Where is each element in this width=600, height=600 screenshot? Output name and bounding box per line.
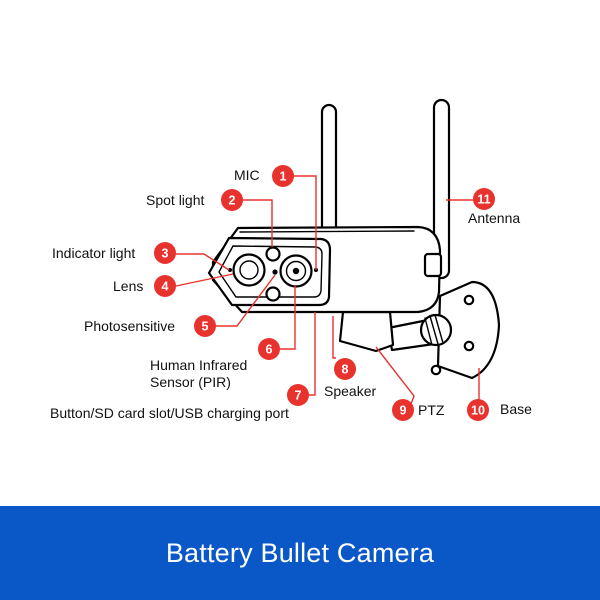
callout-ptz: 9 PTZ bbox=[392, 399, 445, 421]
photosensitive-dot bbox=[272, 269, 278, 275]
callout-label: Photosensitive bbox=[84, 318, 175, 334]
callout-photosensitive: Photosensitive 5 bbox=[84, 315, 216, 337]
leader-photosensitive bbox=[216, 274, 276, 327]
callout-label: Speaker bbox=[324, 383, 376, 399]
callout-number: 2 bbox=[229, 194, 236, 208]
footer-banner: Battery Bullet Camera bbox=[0, 506, 600, 600]
body-top-ridge bbox=[239, 230, 415, 233]
callout-number: 6 bbox=[266, 343, 273, 357]
callout-number: 1 bbox=[280, 170, 287, 184]
callout-label: Indicator light bbox=[52, 245, 135, 261]
callout-badge bbox=[258, 338, 280, 360]
callout-badge bbox=[154, 242, 176, 264]
leader-lens bbox=[175, 273, 234, 287]
pir-dot bbox=[292, 267, 300, 275]
callout-speaker: 8 Speaker bbox=[324, 358, 376, 399]
lens-ring bbox=[232, 253, 266, 287]
antenna-swivel bbox=[423, 252, 443, 278]
wall-base bbox=[436, 280, 501, 380]
leader-antenna bbox=[446, 199, 478, 201]
mount-neck bbox=[338, 310, 395, 353]
callout-spot-light: Spot light 2 bbox=[146, 189, 243, 211]
callout-badge bbox=[473, 188, 495, 210]
leader-ptz bbox=[375, 346, 415, 405]
base-screw-right bbox=[463, 340, 475, 352]
front-panel bbox=[207, 236, 332, 307]
callout-label-line2: Sensor (PIR) bbox=[150, 374, 231, 390]
callout-label: Human Infrared bbox=[150, 357, 247, 373]
base-screw-top bbox=[463, 294, 475, 306]
callout-badge bbox=[467, 399, 489, 421]
knob-grip-lines bbox=[424, 314, 444, 346]
callout-label: Base bbox=[500, 401, 532, 417]
callout-badge bbox=[154, 275, 176, 297]
lens-glass bbox=[239, 260, 259, 280]
callout-number: 11 bbox=[477, 193, 490, 207]
callout-badge bbox=[334, 358, 356, 380]
callout-badge bbox=[287, 384, 309, 406]
leader-port bbox=[309, 312, 316, 396]
base-screw-bottom bbox=[430, 364, 442, 376]
callout-pir: 6 Human Infrared Sensor (PIR) bbox=[150, 338, 280, 390]
spot-light-top bbox=[265, 246, 281, 262]
footer-title: Battery Bullet Camera bbox=[165, 537, 435, 568]
callout-label: Button/SD card slot/USB charging port bbox=[50, 405, 289, 421]
callout-number: 3 bbox=[162, 247, 169, 261]
callout-lens: Lens 4 bbox=[113, 275, 176, 297]
callout-label: MIC bbox=[234, 167, 260, 183]
callout-badge bbox=[221, 189, 243, 211]
leader-spot-light bbox=[242, 199, 273, 247]
front-panel-inner bbox=[218, 245, 323, 298]
camera-illustration bbox=[207, 98, 501, 380]
pir-inner bbox=[285, 260, 307, 282]
leader-pir bbox=[280, 285, 296, 350]
callout-mic: MIC 1 bbox=[234, 165, 294, 187]
callout-base: 10 Base bbox=[467, 399, 532, 421]
callout-label: PTZ bbox=[418, 402, 445, 418]
leader-indicator-light bbox=[176, 253, 230, 271]
callout-number: 4 bbox=[162, 280, 169, 294]
callout-number: 7 bbox=[295, 389, 302, 403]
right-antenna bbox=[432, 98, 451, 280]
callout-port: 7 Button/SD card slot/USB charging port bbox=[50, 384, 309, 421]
spot-light-bottom bbox=[265, 286, 281, 302]
callout-number: 8 bbox=[342, 363, 349, 377]
callout-number: 10 bbox=[471, 404, 485, 418]
callout-number: 9 bbox=[400, 404, 407, 418]
callout-badge bbox=[194, 315, 216, 337]
callout-badge bbox=[392, 399, 414, 421]
callout-badge bbox=[272, 165, 294, 187]
callout-antenna: 11 Antenna bbox=[468, 188, 520, 226]
mount-knob bbox=[419, 313, 453, 347]
callout-label: Antenna bbox=[468, 210, 520, 226]
camera-diagram: MIC 1 Spot light 2 Indicator light 3 Len… bbox=[50, 98, 532, 421]
leader-mic bbox=[294, 175, 317, 270]
left-antenna bbox=[320, 103, 338, 242]
callout-indicator-light: Indicator light 3 bbox=[52, 242, 176, 264]
callout-number: 5 bbox=[202, 320, 209, 334]
callout-label: Spot light bbox=[146, 192, 204, 208]
callout-label: Lens bbox=[113, 278, 143, 294]
leader-speaker bbox=[332, 316, 336, 359]
indicator-light-dot bbox=[228, 268, 232, 272]
